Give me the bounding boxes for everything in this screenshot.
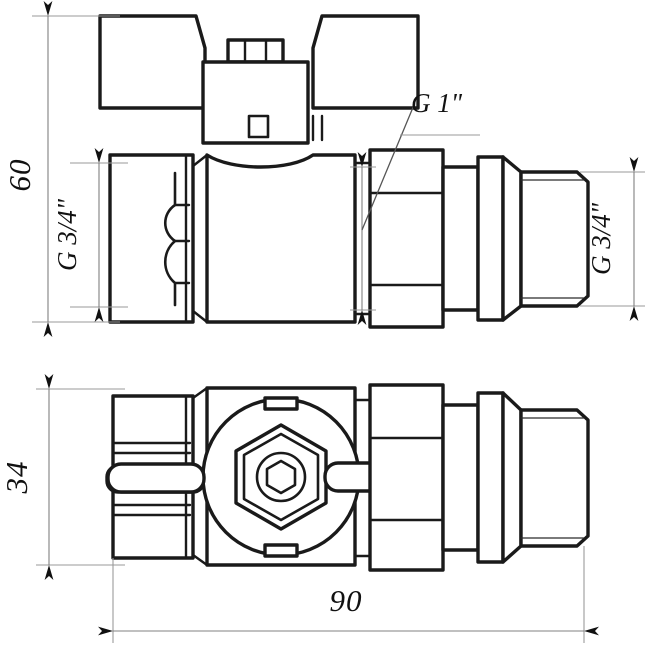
valve-body [205, 153, 357, 324]
plan-hex-nut-inner [242, 432, 320, 522]
plan-union-hex-nut [368, 383, 445, 572]
dim-label-34: 34 [0, 461, 34, 495]
dim-label-60: 60 [2, 159, 37, 192]
plan-hub-tab-top [263, 396, 299, 411]
elevation-view [98, 14, 590, 329]
hub-notch [247, 114, 270, 139]
butterfly-handle-right-wing [311, 14, 420, 110]
handle-hub-block [201, 60, 310, 145]
plan-male-thread-cone [501, 391, 523, 564]
stem-cap-block [226, 38, 285, 64]
male-thread-cone [501, 155, 523, 322]
plan-hex-nut-outer [234, 423, 328, 531]
butterfly-handle-left-wing [98, 14, 207, 110]
plan-right-male-nipple [519, 408, 590, 548]
left-female-nut-outline [108, 153, 195, 324]
plan-view [105, 383, 590, 572]
dim-label-union-thread: G 1" [411, 88, 463, 118]
right-male-nipple [519, 170, 590, 308]
plan-spigot-shoulder [441, 403, 480, 552]
dim-label-right-thread: G 3/4" [586, 202, 616, 275]
leader-line-union-thread [361, 104, 415, 231]
plan-dimensions: 34 90 [0, 374, 599, 643]
dim-label-left-thread: G 3/4" [52, 198, 82, 271]
plan-collar-flange [476, 391, 505, 564]
valve-body-left-chamfer [191, 153, 209, 324]
plan-lever-left [106, 462, 206, 494]
dim-label-90: 90 [330, 583, 363, 618]
elevation-dimensions: 60 G 3/4" G 1" G 3/4" [2, 1, 645, 337]
collar-flange [476, 155, 505, 322]
spigot-shoulder [441, 165, 480, 312]
plan-union-sleeve [353, 398, 372, 558]
union-hex-nut [368, 148, 445, 329]
plan-hex-nut-bore [255, 451, 307, 503]
plan-hub-tab-bottom [263, 543, 299, 558]
plan-hex-nut-socket [265, 459, 297, 495]
